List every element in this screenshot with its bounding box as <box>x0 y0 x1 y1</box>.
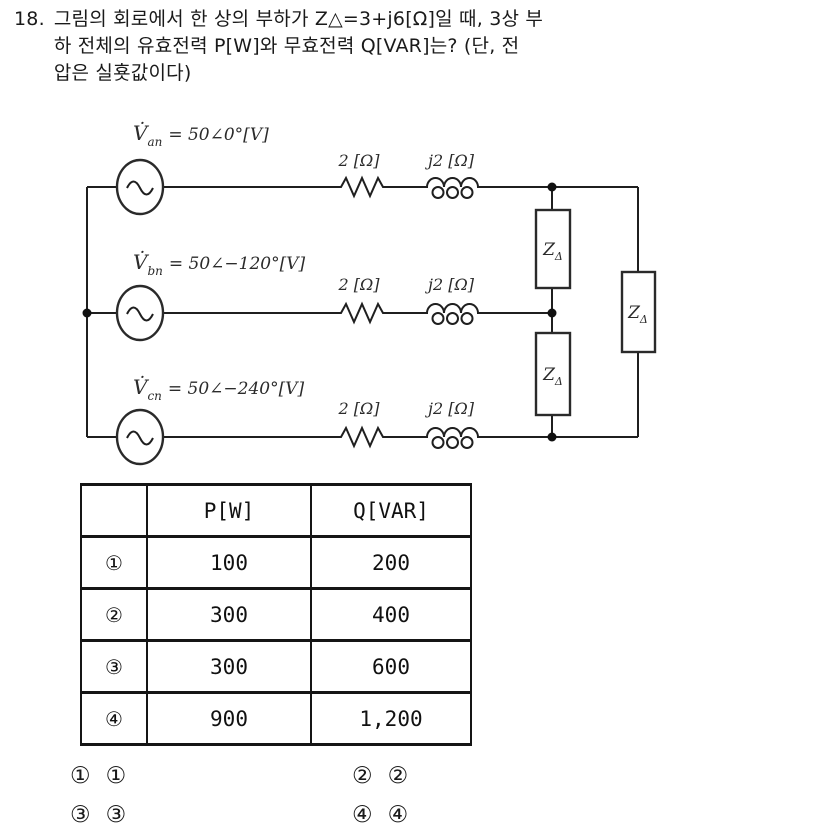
header-p: P[W] <box>146 483 312 538</box>
load-box-bc: ZΔ <box>534 331 572 417</box>
question-line-3: 압은 실횻값이다) <box>53 62 192 84</box>
voltage-source-c <box>115 408 165 466</box>
svg-text:V̇an= 50∠0°[V]: V̇an= 50∠0°[V] <box>133 121 269 149</box>
options-table: P[W] Q[VAR] ① 100 200 ② 300 400 ③ 300 60… <box>80 483 472 746</box>
row-3-key: ③ <box>80 639 148 694</box>
choice-1-key[interactable]: ① <box>70 763 91 789</box>
choice-3-key[interactable]: ③ <box>70 802 91 828</box>
answer-choice-3[interactable]: ③ ③ <box>70 802 126 828</box>
table-row: ③ 300 600 <box>80 639 472 694</box>
choice-4-label[interactable]: ④ <box>387 802 409 828</box>
load-symbol: Z <box>542 240 556 260</box>
question-text: 그림의 회로에서 한 상의 부하가 Z△=3+j6[Ω]일 때, 3상 부 하 … <box>54 6 543 87</box>
inductor-a <box>423 177 482 199</box>
junction-dots <box>82 182 557 442</box>
question-block: 18. 그림의 회로에서 한 상의 부하가 Z△=3+j6[Ω]일 때, 3상 … <box>14 6 814 87</box>
choice-3-label[interactable]: ③ <box>105 802 127 828</box>
table-header-row: P[W] Q[VAR] <box>80 483 472 538</box>
header-empty <box>80 483 148 538</box>
choice-2-key[interactable]: ② <box>352 763 373 789</box>
circuit-wires <box>86 186 639 438</box>
row-2-p: 300 <box>146 587 312 642</box>
resistor-c <box>337 425 387 449</box>
row-1-key: ① <box>80 535 148 590</box>
resistor-c-label: 2 [Ω] <box>337 399 380 418</box>
load-box-ca: ZΔ <box>620 270 657 354</box>
resistor-a <box>337 175 387 199</box>
circuit-diagram: ZΔ ZΔ ZΔ V̇an= 50∠0°[V] V̇bn= 50∠−120°[V… <box>82 121 657 466</box>
source-label-a: V̇an= 50∠0°[V] <box>133 121 269 149</box>
source-label-b: V̇bn= 50∠−120°[V] <box>133 250 306 278</box>
svg-text:ZΔ: ZΔ <box>542 365 563 388</box>
table-row: ② 300 400 <box>80 587 472 642</box>
svg-text:ZΔ: ZΔ <box>627 303 648 326</box>
resistor-a-label: 2 [Ω] <box>337 151 380 170</box>
voltage-source-b <box>115 284 165 342</box>
row-3-q: 600 <box>310 639 472 694</box>
question-number: 18. <box>14 8 45 30</box>
choice-2-label[interactable]: ② <box>387 763 409 789</box>
inductor-b-label: j2 [Ω] <box>425 275 475 294</box>
voltage-source-a <box>115 158 165 216</box>
answer-choice-1[interactable]: ① ① <box>70 763 126 789</box>
row-2-q: 400 <box>310 587 472 642</box>
inductor-c <box>423 427 482 449</box>
inductor-c-label: j2 [Ω] <box>425 399 475 418</box>
svg-text:V̇cn= 50∠−240°[V]: V̇cn= 50∠−240°[V] <box>133 375 305 403</box>
row-4-key: ④ <box>80 691 148 746</box>
svg-text:V̇bn= 50∠−120°[V]: V̇bn= 50∠−120°[V] <box>133 250 306 278</box>
source-label-c: V̇cn= 50∠−240°[V] <box>133 375 305 403</box>
row-2-key: ② <box>80 587 148 642</box>
load-subscript: Δ <box>554 250 563 263</box>
row-4-q: 1,200 <box>310 691 472 746</box>
component-labels: 2 [Ω] j2 [Ω] 2 [Ω] j2 [Ω] 2 [Ω] j2 [Ω] <box>337 151 474 418</box>
resistor-b <box>337 301 387 325</box>
choice-4-key[interactable]: ④ <box>352 802 373 828</box>
answer-choice-2[interactable]: ② ② <box>352 763 408 789</box>
resistor-b-label: 2 [Ω] <box>337 275 380 294</box>
load-box-ab: ZΔ <box>534 208 572 290</box>
inductor-a-label: j2 [Ω] <box>425 151 475 170</box>
inductor-b <box>423 303 482 325</box>
svg-text:ZΔ: ZΔ <box>542 240 563 263</box>
question-line-2: 하 전체의 유효전력 P[W]와 무효전력 Q[VAR]는? (단, 전 <box>53 35 520 57</box>
row-4-p: 900 <box>146 691 312 746</box>
answer-choice-4[interactable]: ④ ④ <box>352 802 408 828</box>
row-3-p: 300 <box>146 639 312 694</box>
table-row: ① 100 200 <box>80 535 472 590</box>
header-q: Q[VAR] <box>310 483 472 538</box>
choice-1-label[interactable]: ① <box>105 763 127 789</box>
table-row: ④ 900 1,200 <box>80 691 472 746</box>
question-line-1: 그림의 회로에서 한 상의 부하가 Z△=3+j6[Ω]일 때, 3상 부 <box>53 8 544 30</box>
row-1-q: 200 <box>310 535 472 590</box>
row-1-p: 100 <box>146 535 312 590</box>
